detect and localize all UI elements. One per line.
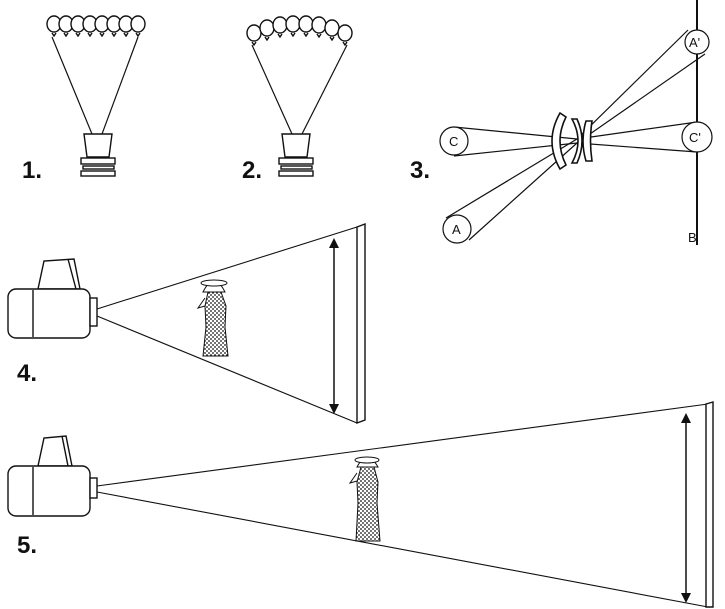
person-figure-5 (348, 456, 381, 542)
beam-a (445, 29, 706, 241)
person-figure-4 (196, 279, 229, 357)
camera-4 (7, 258, 98, 339)
figure-3 (439, 0, 713, 245)
point-a-circle (442, 214, 472, 244)
light-cone-2 (251, 44, 348, 135)
point-a-prime-label: A' (689, 35, 700, 50)
figure-label-4: 4. (17, 360, 37, 387)
light-cone-1 (51, 36, 139, 135)
balloon-row-1 (46, 15, 146, 38)
point-c-circle (439, 126, 469, 156)
figure-label-3: 3. (410, 157, 430, 184)
lens-group (551, 111, 593, 171)
figure-4 (7, 222, 366, 425)
point-c-prime-circle (681, 121, 713, 153)
point-c-prime-label: C' (689, 130, 701, 145)
plane-b-label: B (688, 230, 697, 245)
projection-cone-4 (96, 226, 358, 424)
figure-2 (246, 15, 353, 177)
screen-5 (705, 401, 714, 608)
figure-label-2: 2. (242, 157, 262, 184)
camera-5 (7, 435, 98, 517)
figure-label-5: 5. (17, 532, 37, 559)
balloon-row-2 (246, 15, 353, 47)
figure-1 (46, 15, 146, 177)
screen-4 (356, 222, 366, 425)
point-a-label: A (452, 222, 461, 237)
point-c-label: C (449, 134, 458, 149)
figure-label-1: 1. (22, 157, 42, 184)
projector-1 (80, 133, 116, 177)
point-a-prime-circle (684, 29, 710, 55)
figure-5 (7, 401, 714, 608)
projector-2 (278, 133, 314, 177)
projection-cone-5 (96, 403, 709, 608)
